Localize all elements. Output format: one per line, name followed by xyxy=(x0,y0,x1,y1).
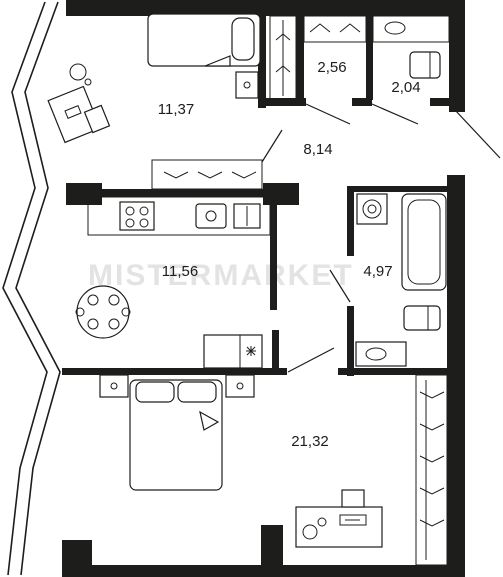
kitchen-cabinet xyxy=(203,334,263,369)
kitchen-counter xyxy=(87,196,271,236)
area-label-hallway: 8,14 xyxy=(303,141,332,158)
bathroom-fixtures xyxy=(355,193,447,367)
dining-table xyxy=(75,285,131,339)
bed-bedroom xyxy=(99,374,255,491)
doors xyxy=(261,103,501,373)
area-label-wardrobe: 2,56 xyxy=(317,59,346,76)
desk-top-left xyxy=(47,63,111,144)
bedroom-desk xyxy=(295,489,383,548)
bed-top xyxy=(147,13,261,99)
wardrobe-top xyxy=(269,15,367,101)
area-label-bathroom: 4,97 xyxy=(363,263,392,280)
area-label-bedroom: 21,32 xyxy=(291,433,329,450)
watermark: MISTERMARKET xyxy=(88,259,354,292)
area-label-kitchen: 11,56 xyxy=(162,263,198,280)
hallway-wardrobe xyxy=(151,159,263,190)
toilet-top xyxy=(372,15,450,79)
walls xyxy=(62,0,465,577)
area-label-room-top-left: 11,37 xyxy=(158,101,194,118)
bedroom-wardrobe xyxy=(415,374,448,566)
area-label-toilet: 2,04 xyxy=(391,79,420,96)
facade-wall xyxy=(2,1,61,576)
